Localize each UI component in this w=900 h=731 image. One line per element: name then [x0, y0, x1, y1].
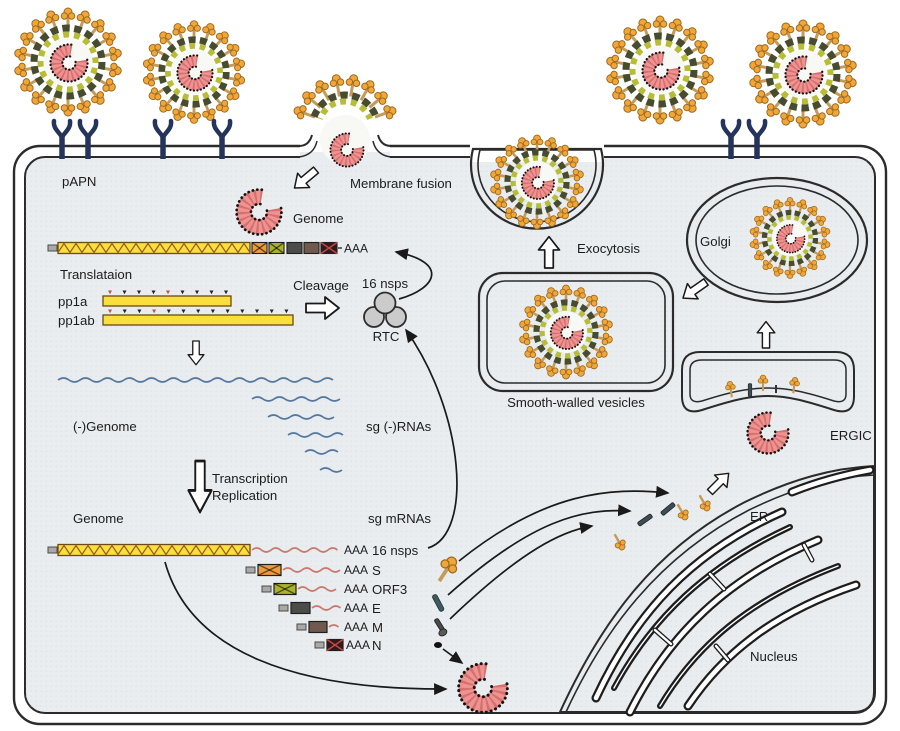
s-to-er-arrow — [458, 485, 670, 562]
pp1ab-label: pp1ab — [58, 313, 95, 328]
smooth-vesicles-label: Smooth-walled vesicles — [507, 395, 645, 410]
n-protein-icon — [434, 642, 442, 648]
mrna-orf-label: N — [372, 638, 382, 653]
m-to-er-arrow — [449, 522, 594, 620]
cleavage-label: Cleavage — [293, 278, 349, 293]
sg-neg-rna — [251, 396, 341, 402]
rtc-complex — [363, 291, 407, 328]
svg-text:AAA: AAA — [344, 582, 368, 596]
sg-neg-rna — [287, 432, 344, 438]
mrna-orf-label: E — [372, 601, 381, 616]
exocytosis-label: Exocytosis — [577, 241, 640, 256]
mrna-orf-label: M — [372, 620, 383, 635]
pp1ab-polyprotein — [102, 314, 294, 326]
svg-text:AAA: AAA — [344, 601, 368, 615]
sg-mrnas-label: sg mRNAs — [368, 511, 431, 526]
n-to-nucleocapsid-arrow — [442, 648, 464, 665]
pp1ab-cleavage-sites — [108, 309, 289, 314]
nucleus-label: Nucleus — [750, 649, 798, 664]
rtc-label: RTC — [373, 329, 400, 344]
neg-genome-rna — [57, 377, 334, 383]
transcription-label: Transcription — [212, 471, 288, 486]
neg-genome-label: (-)Genome — [73, 419, 137, 434]
mrna-orf-label: ORF3 — [372, 582, 407, 597]
exocytosis-vesicle — [469, 135, 605, 229]
translation-label: Translataion — [60, 267, 132, 282]
papn-label: pAPN — [62, 174, 96, 189]
sg-neg-rnas-label: sg (-)RNAs — [366, 419, 432, 434]
sg-neg-rna — [304, 449, 339, 455]
orf1-polya-label: AAA — [344, 242, 368, 256]
mrna-row-orf3: AAA ORF3 — [261, 582, 407, 597]
er-nucleus-region — [558, 464, 875, 717]
mrna-genome-row: AAA 16 nsps — [47, 543, 419, 558]
pp1a-label: pp1a — [58, 294, 88, 309]
mrna-row-m: AAA M — [296, 620, 383, 635]
genome-to-nucleocapsid-arrow — [164, 561, 448, 696]
svg-text:AAA: AAA — [344, 543, 368, 557]
genome-label: Genome — [73, 511, 124, 526]
membrane-fusion-label: Membrane fusion — [350, 176, 452, 191]
membrane-fusion-virion — [290, 72, 400, 167]
svg-text:AAA: AAA — [344, 620, 368, 634]
rtc-to-genome-arrow — [394, 248, 433, 300]
mrna-row-s: AAA S — [245, 563, 381, 578]
nsps-to-rtc-arrow — [405, 328, 458, 549]
ergic-membrane-protein-icon — [747, 383, 753, 397]
svg-text:AAA: AAA — [346, 638, 370, 652]
e-protein-icon — [432, 594, 445, 612]
mrna-orf-label: S — [372, 563, 381, 578]
golgi: Golgi — [685, 176, 869, 304]
svg-text:AAA: AAA — [344, 563, 368, 577]
smooth-walled-vesicle — [477, 271, 675, 393]
nsps-label: 16 nsps — [362, 276, 409, 291]
golgi-label: Golgi — [700, 234, 731, 249]
cytoplasm-texture — [25, 157, 875, 713]
genomic-rna-orf1: AAA — [47, 241, 368, 256]
pp1a-cleavage-sites — [108, 290, 228, 295]
mrna-row-n: AAA N — [314, 638, 382, 653]
released-genome-label: Genome — [293, 211, 344, 226]
m-protein-icon — [434, 618, 448, 637]
e-to-er-arrow — [447, 504, 632, 596]
replication-label: Replication — [212, 488, 277, 503]
pp1a-polyprotein — [102, 295, 232, 307]
orf-boxes — [251, 241, 338, 255]
sg-neg-rna — [267, 414, 335, 420]
mrna-row-e: AAA E — [278, 601, 381, 616]
sg-neg-rna — [319, 467, 343, 473]
ergic-label: ERGIC — [830, 428, 872, 443]
er-label: ER — [750, 509, 768, 524]
mrna-orf-label: 16 nsps — [372, 543, 419, 558]
ergic: ERGIC — [681, 351, 872, 453]
